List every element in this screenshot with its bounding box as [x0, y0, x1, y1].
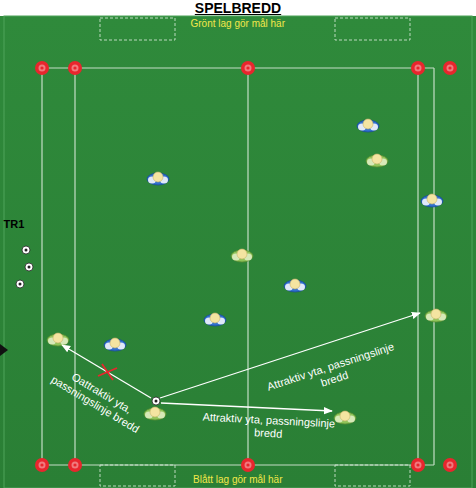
goal-note: Blått lag gör mål här	[193, 474, 283, 486]
station-label: TR1	[4, 218, 25, 231]
diagram-title: SPELBREDD	[195, 0, 281, 16]
goal-note: Grönt lag gör mål här	[191, 18, 286, 30]
